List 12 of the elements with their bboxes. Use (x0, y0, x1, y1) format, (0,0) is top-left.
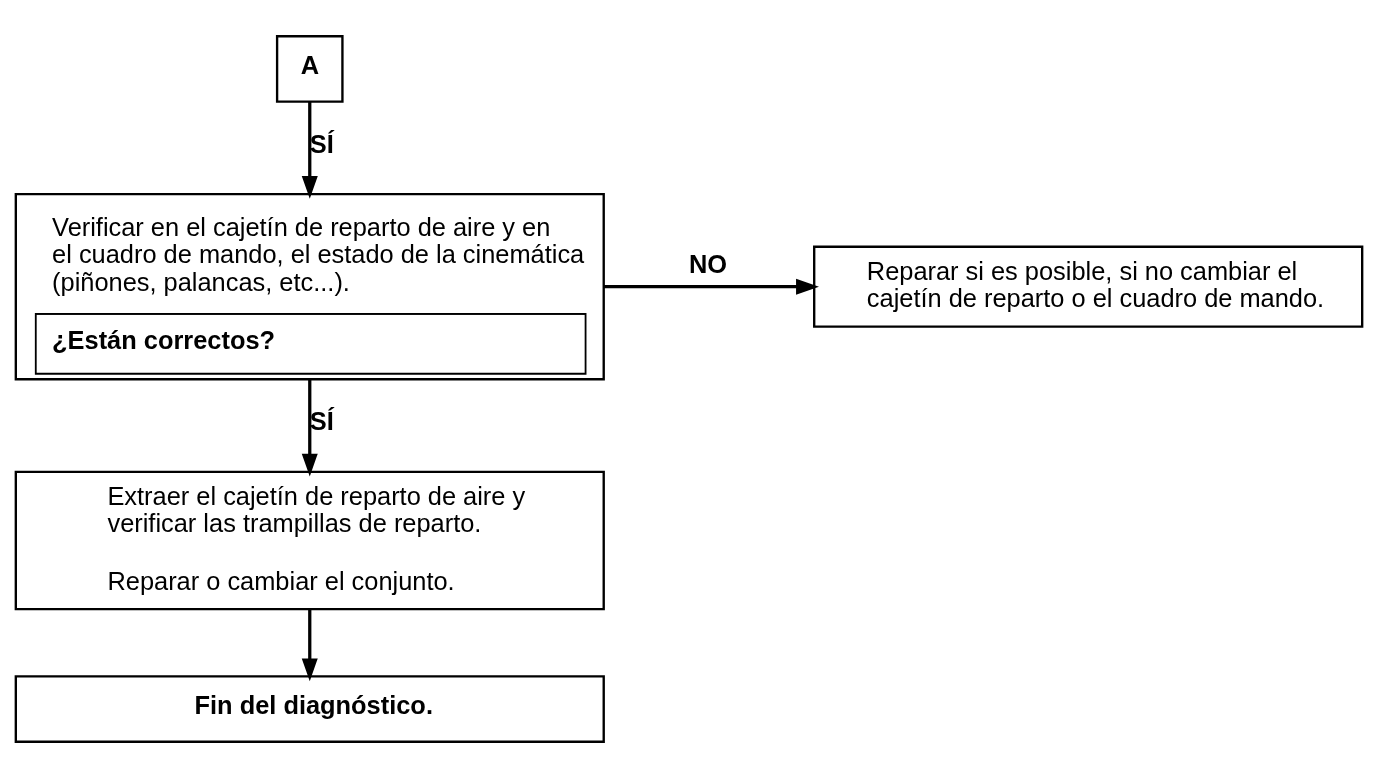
arrow (301, 609, 318, 682)
arrow (604, 278, 819, 295)
edge-label: NO (689, 249, 728, 278)
edge-label: SÍ (309, 407, 334, 436)
node-box: Reparar si es posible, si no cambiar el cajetín de reparto o el cuadro de mando. (813, 245, 1364, 328)
node-box: Extraer el cajetín de reparto de aire y verificar las trampillas de reparto. Reparar o cambiar el conjunto. (14, 470, 605, 611)
node-box: Verificar en el cajetín de reparto de aire y en el cuadro de mando, el estado de la cinemática (piñones, palancas, etc...). ¿Están correctos? (14, 192, 605, 381)
node-box: Fin del diagnóstico. (14, 675, 605, 743)
edge-label: SÍ (309, 129, 334, 158)
arrow (301, 379, 318, 477)
arrow (301, 101, 318, 199)
node-box: A (275, 35, 344, 103)
